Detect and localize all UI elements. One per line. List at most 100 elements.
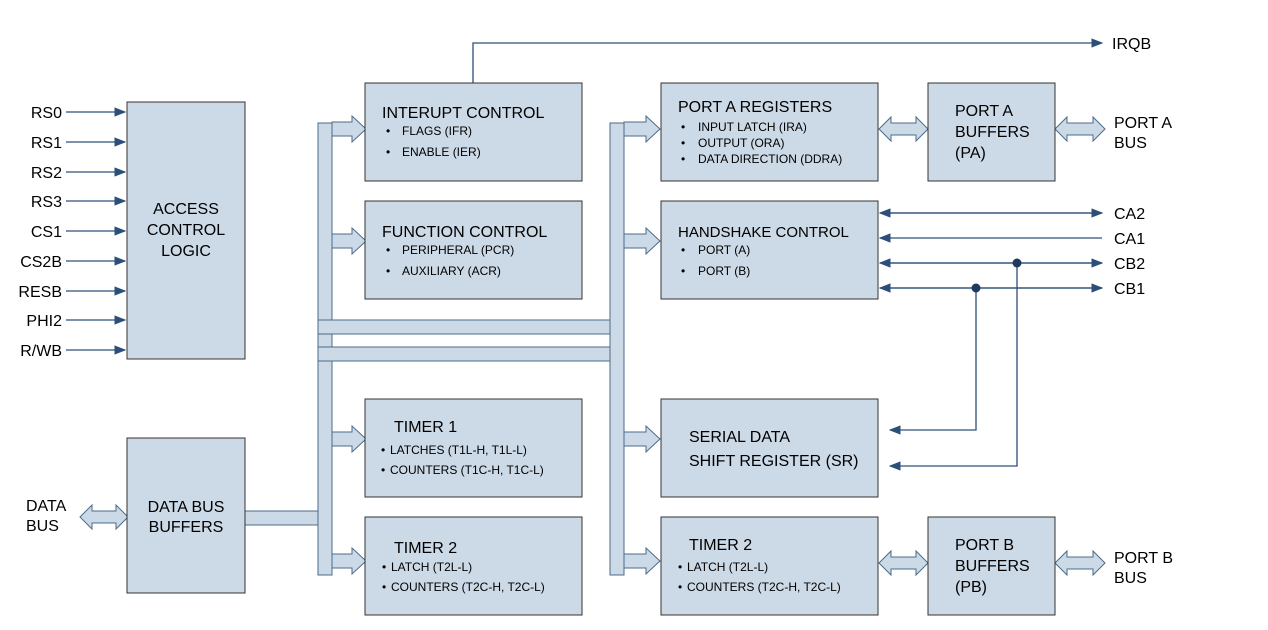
port-a-bus-arrow xyxy=(1054,115,1106,143)
signal-label-phi2: PHI2 xyxy=(26,313,62,330)
function-control-title: FUNCTION CONTROL xyxy=(382,224,547,241)
bus-arrow-interrupt xyxy=(331,114,367,144)
junction-dot-cb1 xyxy=(971,283,981,293)
signal-label-cs2b: CS2B xyxy=(20,254,62,271)
timer2-left-title: TIMER 2 xyxy=(394,540,457,557)
function-control-box xyxy=(364,200,583,300)
timer2-right-counters-item: COUNTERS (T2C-H, T2C-L) xyxy=(687,580,841,594)
timer2-right-title: TIMER 2 xyxy=(689,537,752,554)
bullet: • xyxy=(381,443,385,457)
port-b-buffers-line3: (PB) xyxy=(955,579,987,596)
function-peripheral-item: PERIPHERAL (PCR) xyxy=(402,243,514,257)
signal-label-cb1: CB1 xyxy=(1114,281,1145,298)
handshake-port-b-item: PORT (B) xyxy=(698,264,750,278)
bullet: • xyxy=(678,580,682,594)
bus-arrow-port-a xyxy=(623,114,661,144)
timer1-box xyxy=(364,398,583,498)
interrupt-enable-item: ENABLE (IER) xyxy=(402,145,481,159)
bullet: • xyxy=(681,120,685,134)
access-control-logic-box xyxy=(126,101,246,360)
data-bus-label-line2: BUS xyxy=(26,518,59,535)
control-wires xyxy=(472,38,1104,471)
signal-label-cb2: CB2 xyxy=(1114,256,1145,273)
bullet: • xyxy=(681,264,685,278)
port-b-bus-arrow xyxy=(1054,549,1106,577)
bus-arrow-serial xyxy=(623,424,661,454)
input-signal-arrows xyxy=(66,107,127,355)
port-a-buffers-box xyxy=(927,82,1056,182)
timer2-right-latch-item: LATCH (T2L-L) xyxy=(687,560,768,574)
port-b-internal-arrow xyxy=(878,549,929,577)
bus-arrow-handshake xyxy=(623,226,661,256)
internal-bus xyxy=(79,114,1106,577)
bullet: • xyxy=(382,580,386,594)
port-a-data-direction-item: DATA DIRECTION (DDRA) xyxy=(698,152,842,166)
bullet: • xyxy=(386,124,390,138)
function-auxiliary-item: AUXILIARY (ACR) xyxy=(402,264,501,278)
port-a-input-latch-item: INPUT LATCH (IRA) xyxy=(698,120,807,134)
serial-data-shift-register-box xyxy=(660,398,879,498)
port-b-bus-line1: PORT B xyxy=(1114,550,1173,567)
bullet: • xyxy=(681,243,685,257)
signal-label-irqb: IRQB xyxy=(1112,36,1151,53)
data-bus-arrow xyxy=(79,503,129,531)
bus-arrow-timer2-left xyxy=(331,546,367,576)
bullet: • xyxy=(386,264,390,278)
timer2-left-box xyxy=(364,516,583,616)
bullet: • xyxy=(382,560,386,574)
left-signal-labels: RS0 RS1 RS2 RS3 CS1 CS2B RESB PHI2 R/WB xyxy=(18,105,62,360)
signal-label-rs0: RS0 xyxy=(31,105,62,122)
signal-label-ca1: CA1 xyxy=(1114,231,1145,248)
signal-label-rs2: RS2 xyxy=(31,165,62,182)
signal-label-ca2: CA2 xyxy=(1114,206,1145,223)
timer2-right-box xyxy=(660,516,879,616)
timer1-title: TIMER 1 xyxy=(394,419,457,436)
timer1-counters-item: COUNTERS (T1C-H, T1C-L) xyxy=(390,463,544,477)
data-bus-buffers-box xyxy=(126,437,246,594)
access-control-line1: ACCESS xyxy=(153,201,219,218)
handshake-control-box xyxy=(660,200,879,300)
data-bus-buffers-line2: BUFFERS xyxy=(149,519,224,536)
bullet: • xyxy=(386,145,390,159)
bus-arrow-timer1 xyxy=(331,424,367,454)
interrupt-control-title: INTERUPT CONTROL xyxy=(382,105,544,122)
timer2-left-latch-item: LATCH (T2L-L) xyxy=(391,560,472,574)
signal-label-rwb: R/WB xyxy=(20,343,62,360)
interrupt-control-box xyxy=(364,82,583,182)
bus-arrow-timer2-right xyxy=(623,546,661,576)
port-b-buffers-line2: BUFFERS xyxy=(955,558,1030,575)
timer1-latches-item: LATCHES (T1L-H, T1L-L) xyxy=(390,443,527,457)
signal-label-cs1: CS1 xyxy=(31,224,62,241)
junction-dot-cb2 xyxy=(1012,258,1022,268)
bullet: • xyxy=(381,463,385,477)
serial-data-line1: SERIAL DATA xyxy=(689,429,790,446)
interrupt-flags-item: FLAGS (IFR) xyxy=(402,124,472,138)
signal-label-rs1: RS1 xyxy=(31,135,62,152)
port-a-buffers-line3: (PA) xyxy=(955,145,986,162)
handshake-control-title: HANDSHAKE CONTROL xyxy=(678,224,849,241)
port-b-buffers-line1: PORT B xyxy=(955,537,1014,554)
port-b-buffers-box xyxy=(927,516,1056,616)
port-a-internal-arrow xyxy=(878,115,929,143)
data-bus-buffers-line1: DATA BUS xyxy=(148,499,225,516)
port-a-bus-line2: BUS xyxy=(1114,135,1147,152)
data-bus-label-line1: DATA xyxy=(26,498,67,515)
signal-label-rs3: RS3 xyxy=(31,194,62,211)
access-control-line3: LOGIC xyxy=(161,243,211,260)
handshake-port-a-item: PORT (A) xyxy=(698,243,750,257)
bullet: • xyxy=(386,243,390,257)
timer2-left-counters-item: COUNTERS (T2C-H, T2C-L) xyxy=(391,580,545,594)
bullet: • xyxy=(681,136,685,150)
signal-label-resb: RESB xyxy=(18,284,62,301)
access-control-line2: CONTROL xyxy=(147,222,225,239)
port-a-registers-box xyxy=(660,82,879,182)
bullet: • xyxy=(681,152,685,166)
serial-data-line2: SHIFT REGISTER (SR) xyxy=(689,453,859,470)
bus-arrow-function xyxy=(331,226,367,256)
port-b-bus-line2: BUS xyxy=(1114,570,1147,587)
port-a-output-item: OUTPUT (ORA) xyxy=(698,136,784,150)
port-a-buffers-line1: PORT A xyxy=(955,103,1013,120)
port-a-registers-title: PORT A REGISTERS xyxy=(678,99,832,116)
bullet: • xyxy=(678,560,682,574)
